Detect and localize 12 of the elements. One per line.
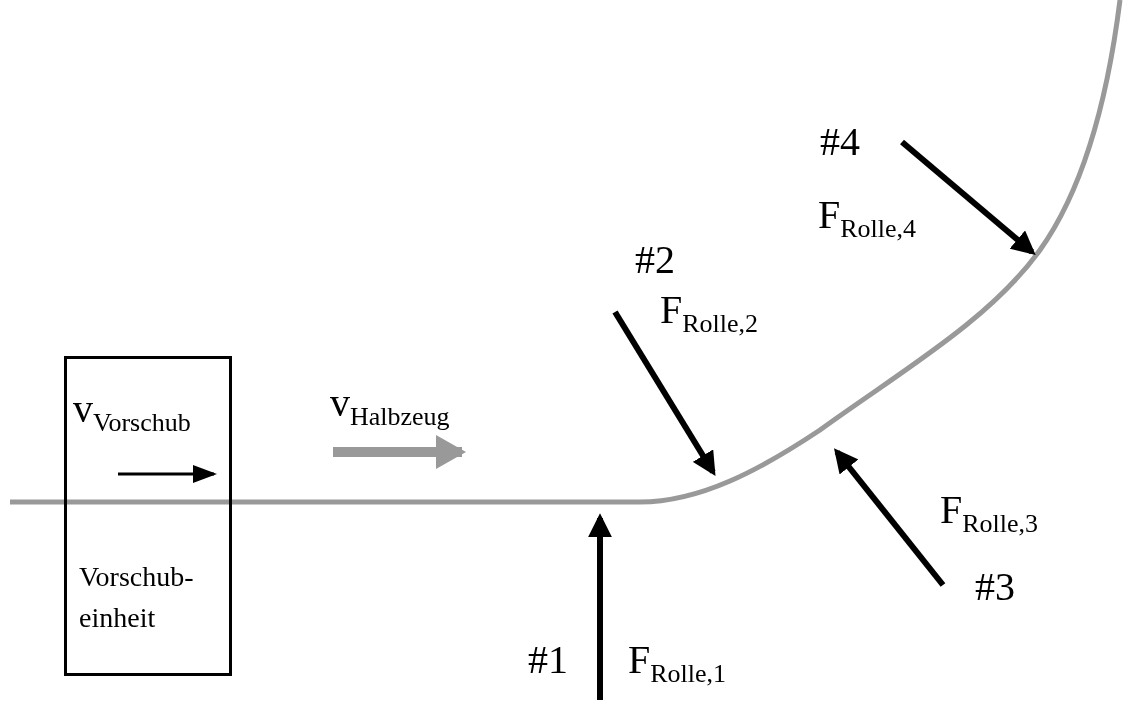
unit-label: Vorschub- einheit bbox=[79, 560, 195, 635]
velocity-label: v$_{Vorschub}$ bbox=[73, 389, 191, 437]
roller-number: #4 bbox=[820, 122, 860, 162]
roller-number: #1 bbox=[528, 640, 568, 680]
roller-number: #3 bbox=[975, 567, 1015, 607]
roller-number: #2 bbox=[635, 240, 675, 280]
velocity-label: v$_{Halbzeug}$ bbox=[330, 383, 450, 431]
force-label: F$_{Rolle,4}$ bbox=[818, 195, 917, 243]
force-label: F$_{Rolle,2}$ bbox=[660, 290, 759, 338]
force-label: F$_{Rolle,1}$ bbox=[628, 640, 727, 688]
force-label: F$_{Rolle,3}$ bbox=[940, 490, 1039, 538]
feed-unit-box bbox=[64, 356, 232, 676]
